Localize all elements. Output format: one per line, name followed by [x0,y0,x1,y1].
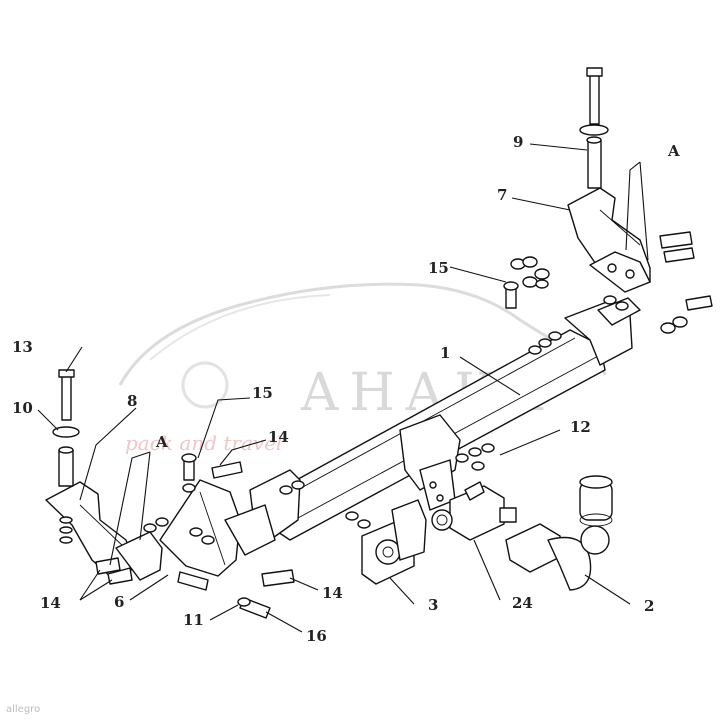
label-8: 8 [127,392,137,410]
label-14-center: 14 [268,428,289,446]
label-10: 10 [12,399,33,417]
label-15-top: 15 [428,259,449,277]
label-1: 1 [440,344,450,362]
label-3: 3 [428,596,438,614]
label-16: 16 [306,627,327,645]
socket-plate [361,499,427,585]
main-crossbar [249,297,641,541]
label-24: 24 [512,594,533,612]
electrical-socket [431,481,517,541]
label-a-right: A [667,142,680,160]
label-6: 6 [114,593,124,611]
tow-ball [505,475,613,591]
left-vertical-bolt [52,369,80,544]
right-vertical-bolt [579,67,609,189]
label-11: 11 [183,611,204,629]
label-14-left: 14 [40,594,61,612]
leader-lines [37,143,649,633]
label-9: 9 [513,133,523,151]
allegro-credit: allegro [6,704,40,715]
label-2: 2 [644,597,654,615]
label-14-right: 14 [322,584,343,602]
label-7: 7 [497,186,507,204]
label-12: 12 [570,418,591,436]
label-15-left: 15 [252,384,273,402]
right-side-bracket [567,187,651,293]
label-13: 13 [12,338,33,356]
left-mid-bracket [159,479,276,577]
left-side-bracket [45,481,163,581]
callout-labels: 9 7 A 15 1 12 13 10 8 15 14 A 14 6 11 16… [12,133,680,645]
label-a-left: A [155,433,168,451]
